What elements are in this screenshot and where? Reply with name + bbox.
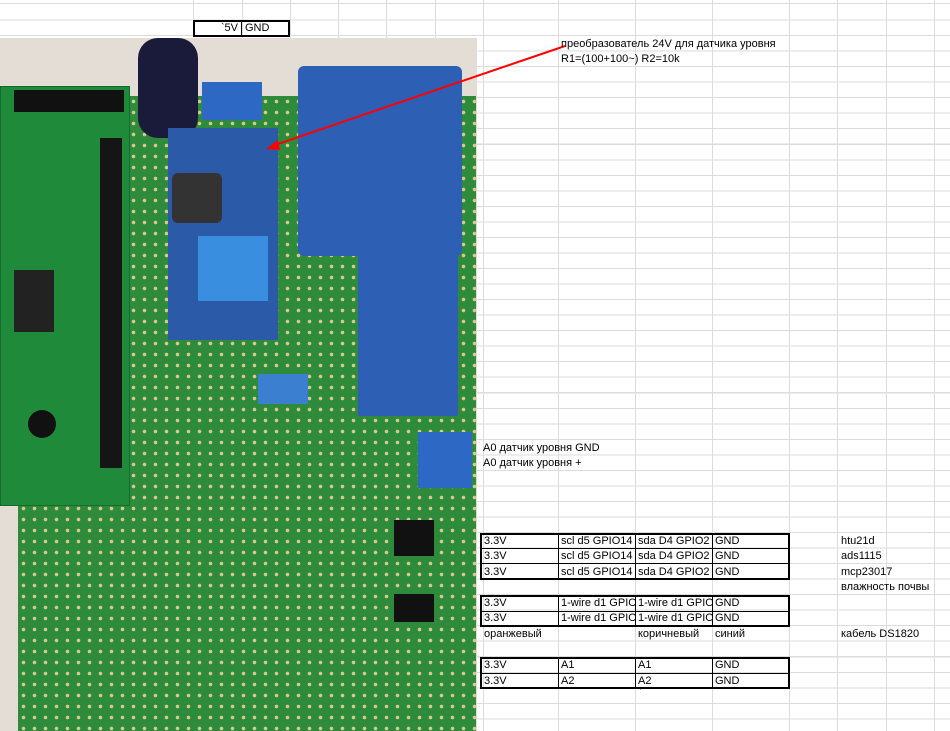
capacitor [138, 38, 198, 138]
cell[interactable]: GND [715, 612, 740, 624]
device-label[interactable]: mcp23017 [841, 566, 893, 578]
stray-mark[interactable]: ` [638, 688, 642, 699]
cell[interactable]: 3.3V [484, 675, 507, 687]
cell[interactable]: 3.3V [484, 597, 507, 609]
cell[interactable]: 3.3V [484, 659, 507, 671]
wemos-d1-mini [298, 66, 462, 256]
pin-header [14, 90, 124, 112]
cell[interactable]: 3.3V [484, 566, 507, 578]
cell[interactable]: 1-wire d1 GPIO5 [561, 612, 635, 624]
boost-converter [168, 128, 278, 340]
note-a0-gnd[interactable]: A0 датчик уровня GND [483, 442, 600, 454]
terminal-block [202, 82, 262, 120]
terminal-block [418, 432, 472, 488]
cell[interactable]: A1 [638, 659, 652, 671]
device-label[interactable]: ads1115 [841, 550, 882, 562]
cell[interactable]: 3.3V [484, 612, 507, 624]
cell[interactable]: scl d5 GPIO14 [561, 550, 633, 562]
connector [394, 594, 434, 622]
cell[interactable]: GND [715, 597, 740, 609]
inductor [172, 173, 222, 223]
cell[interactable]: GND [715, 566, 740, 578]
pin-header [100, 138, 122, 468]
cell-5v[interactable]: `5V [220, 22, 238, 34]
cell[interactable]: GND [715, 675, 740, 687]
ads1115-module [358, 256, 458, 416]
cable-label[interactable]: кабель DS1820 [841, 628, 920, 640]
board-photo[interactable] [0, 38, 477, 731]
cell[interactable]: sda D4 GPIO2 [638, 566, 710, 578]
connector [394, 520, 434, 556]
cell[interactable]: 1-wire d1 GPIO5 [561, 597, 635, 609]
screw [28, 410, 56, 438]
cell[interactable]: A1 [561, 659, 575, 671]
cable-color-blue[interactable]: синий [715, 628, 746, 640]
cell[interactable]: GND [715, 535, 740, 547]
note-converter[interactable]: преобразователь 24V для датчика уровня [561, 38, 776, 50]
cell[interactable]: 1-wire d1 GPIO5 [638, 612, 712, 624]
cable-color-orange[interactable]: оранжевый [484, 628, 542, 640]
cell[interactable]: GND [715, 550, 740, 562]
cell[interactable]: sda D4 GPIO2 [638, 535, 710, 547]
potentiometer [198, 236, 268, 301]
cell[interactable]: GND [715, 659, 740, 671]
cell[interactable]: 3.3V [484, 550, 507, 562]
cell[interactable]: sda D4 GPIO2 [638, 550, 710, 562]
device-label[interactable]: влажность почвы [841, 581, 930, 593]
trimmer [258, 374, 308, 404]
device-label[interactable]: htu21d [841, 535, 875, 547]
cell[interactable]: A2 [638, 675, 652, 687]
note-a0-plus[interactable]: A0 датчик уровня + [483, 457, 582, 469]
chip [14, 270, 54, 332]
cell[interactable]: scl d5 GPIO14 [561, 535, 633, 547]
note-resistors[interactable]: R1=(100+100~) R2=10k [561, 53, 680, 65]
cell-gnd[interactable]: GND [245, 22, 270, 34]
cable-color-brown[interactable]: коричневый [638, 628, 700, 640]
cell[interactable]: 1-wire d1 GPIO5 [638, 597, 712, 609]
cell[interactable]: 3.3V [484, 535, 507, 547]
cell[interactable]: scl d5 GPIO14 [561, 566, 633, 578]
cell[interactable]: A2 [561, 675, 575, 687]
